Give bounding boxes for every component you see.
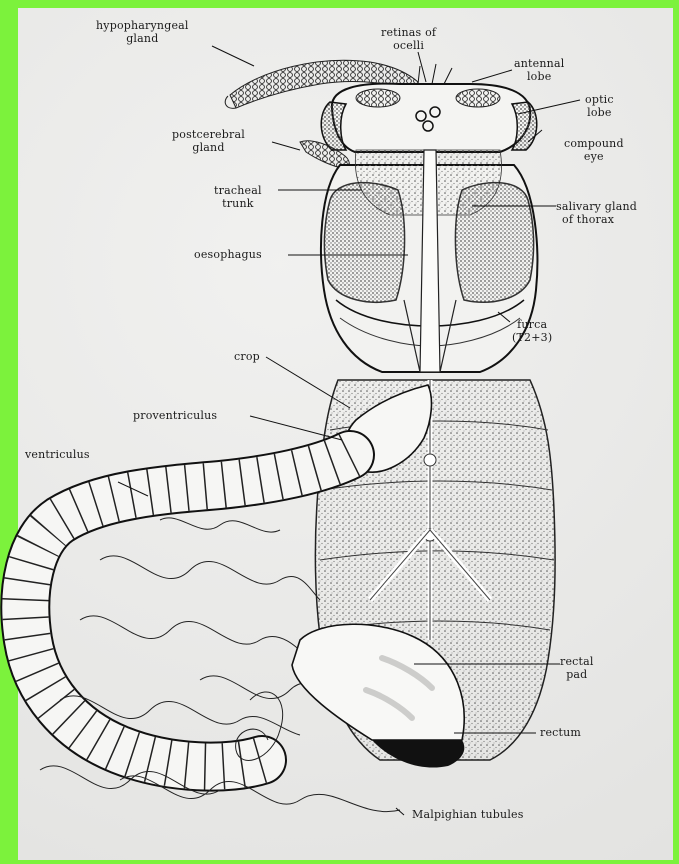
label-line: furca: [512, 318, 552, 331]
label-line: (T2+3): [512, 331, 552, 344]
ventriculus-shape: [25, 455, 350, 767]
label-retinas-of-ocelli: retinas of ocelli: [381, 26, 436, 52]
label-line: tracheal: [214, 184, 262, 197]
label-line: proventriculus: [133, 409, 217, 422]
label-line: ventriculus: [25, 448, 90, 461]
label-line: Malpighian tubules: [412, 808, 524, 821]
label-line: gland: [96, 32, 189, 45]
label-furca: furca (T2+3): [512, 318, 552, 344]
label-tracheal-trunk: tracheal trunk: [214, 184, 262, 210]
label-line: rectum: [540, 726, 581, 739]
label-line: rectal: [560, 655, 594, 668]
label-optic-lobe: optic lobe: [585, 93, 614, 119]
label-proventriculus: proventriculus: [133, 409, 217, 422]
label-line: lobe: [514, 70, 564, 83]
label-antennal-lobe: antennal lobe: [514, 57, 564, 83]
label-crop: crop: [234, 350, 260, 363]
label-line: postcerebral: [172, 128, 245, 141]
label-compound-eye: compound eye: [564, 137, 624, 163]
label-line: optic: [585, 93, 614, 106]
label-line: gland: [172, 141, 245, 154]
label-malpighian-tubules: Malpighian tubules: [412, 808, 524, 821]
label-rectal-pad: rectal pad: [560, 655, 594, 681]
label-line: lobe: [585, 106, 614, 119]
label-line: ocelli: [381, 39, 436, 52]
label-line: compound: [564, 137, 624, 150]
label-salivary-gland-of-thorax: salivary gland of thorax: [556, 200, 637, 226]
label-line: of thorax: [556, 213, 637, 226]
label-ventriculus: ventriculus: [25, 448, 90, 461]
label-postcerebral-gland: postcerebral gland: [172, 128, 245, 154]
label-line: oesophagus: [194, 248, 262, 261]
label-line: eye: [564, 150, 624, 163]
label-rectum: rectum: [540, 726, 581, 739]
label-line: crop: [234, 350, 260, 363]
label-line: hypopharyngeal: [96, 19, 189, 32]
label-oesophagus: oesophagus: [194, 248, 262, 261]
label-line: pad: [560, 668, 594, 681]
label-line: antennal: [514, 57, 564, 70]
label-hypopharyngeal-gland: hypopharyngeal gland: [96, 19, 189, 45]
label-line: retinas of: [381, 26, 436, 39]
label-line: trunk: [214, 197, 262, 210]
label-line: salivary gland: [556, 200, 637, 213]
